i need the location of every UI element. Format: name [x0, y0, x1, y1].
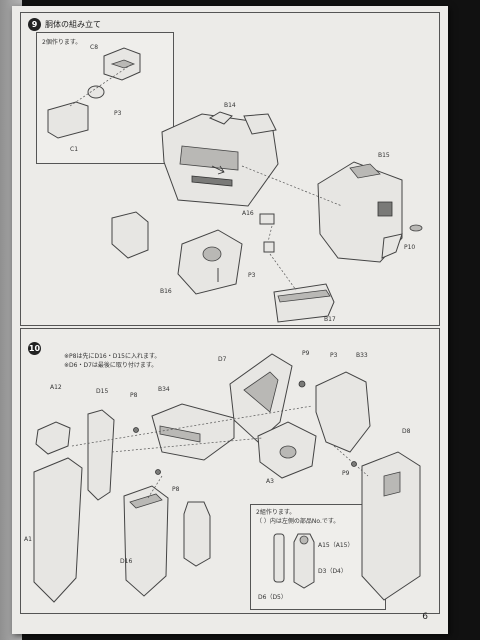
step-9-number: 9: [28, 18, 41, 31]
step-10-number: 10: [28, 342, 41, 355]
part-a3: [257, 421, 317, 479]
part-b34: [151, 403, 235, 461]
step-10-inset-note-2: （ ）内は左側の部品No.です。: [256, 518, 340, 525]
part-b17: [273, 283, 335, 323]
inset9-parts: [47, 47, 141, 139]
part-d8: [361, 451, 421, 601]
label-b15: B15: [378, 152, 390, 159]
cylinder-part: [183, 501, 211, 567]
part-d15: [87, 409, 115, 501]
label-a3: A3: [266, 478, 274, 485]
label-d6: D6（D5）: [258, 594, 287, 601]
label-b33: B33: [356, 352, 368, 359]
step-9-title: 胴体の組み立て: [45, 20, 101, 29]
step-10-inset-notes: 2組作ります。 （ ）内は左側の部品No.です。: [256, 508, 339, 526]
part-d16: [123, 485, 169, 597]
step-10-inset-note-1: 2組作ります。: [256, 509, 296, 516]
label-p9-bottom: P9: [342, 470, 350, 477]
label-b34: B34: [158, 386, 170, 393]
label-p3-inset: P3: [114, 110, 122, 117]
label-c8: C8: [90, 44, 99, 51]
label-a12: A12: [50, 384, 62, 391]
part-b33: [315, 371, 371, 453]
step-9-frame: [20, 12, 440, 326]
label-p8-top: P8: [130, 392, 138, 399]
label-d15: D15: [96, 388, 109, 395]
step-9-inset-note: 2個作ります。: [42, 39, 82, 46]
label-b17: B17: [324, 316, 336, 323]
label-d16: D16: [120, 558, 133, 565]
label-d3: D3（D4）: [318, 568, 347, 575]
step-10-frame: [20, 328, 440, 614]
label-d8: D8: [402, 428, 411, 435]
part-a12: [35, 421, 71, 455]
label-p3-10: P3: [330, 352, 338, 359]
label-p9-top: P9: [302, 350, 310, 357]
instruction-page: 9 胴体の組み立て 2個作ります。 10 ※P8は先にD16・D15に入れます。…: [12, 6, 448, 634]
label-c1: C1: [70, 146, 79, 153]
page-number: 6: [422, 612, 428, 622]
step-9-inset: [36, 32, 174, 164]
label-d7: D7: [218, 356, 227, 363]
part-a1: [33, 457, 83, 603]
step-10-note-1: ※P8は先にD16・D15に入れます。: [64, 353, 161, 360]
label-b14: B14: [224, 102, 236, 109]
step-9-header: 9 胴体の組み立て: [28, 18, 101, 31]
label-a16: A16: [242, 210, 254, 217]
step-10-note-2: ※D6・D7は最後に取り付けます。: [64, 362, 158, 369]
step-10-header: 10: [28, 342, 41, 355]
label-p3: P3: [248, 272, 256, 279]
body-frame-b14: [161, 111, 279, 207]
part-d7: [229, 353, 293, 443]
inset10-parts: [273, 533, 315, 589]
label-p8-bottom: P8: [172, 486, 180, 493]
label-a1: A1: [24, 536, 32, 543]
part-b16: [177, 229, 243, 295]
label-p10: P10: [404, 244, 416, 251]
step-10-guides: [71, 380, 369, 499]
part-b15: [317, 161, 403, 263]
label-a15: A15（A15）: [318, 542, 354, 549]
small-parts-9: [111, 165, 423, 291]
step-10-notes: ※P8は先にD16・D15に入れます。 ※D6・D7は最後に取り付けます。: [64, 352, 160, 370]
assembly-drawings: [33, 47, 423, 603]
label-b16: B16: [160, 288, 172, 295]
